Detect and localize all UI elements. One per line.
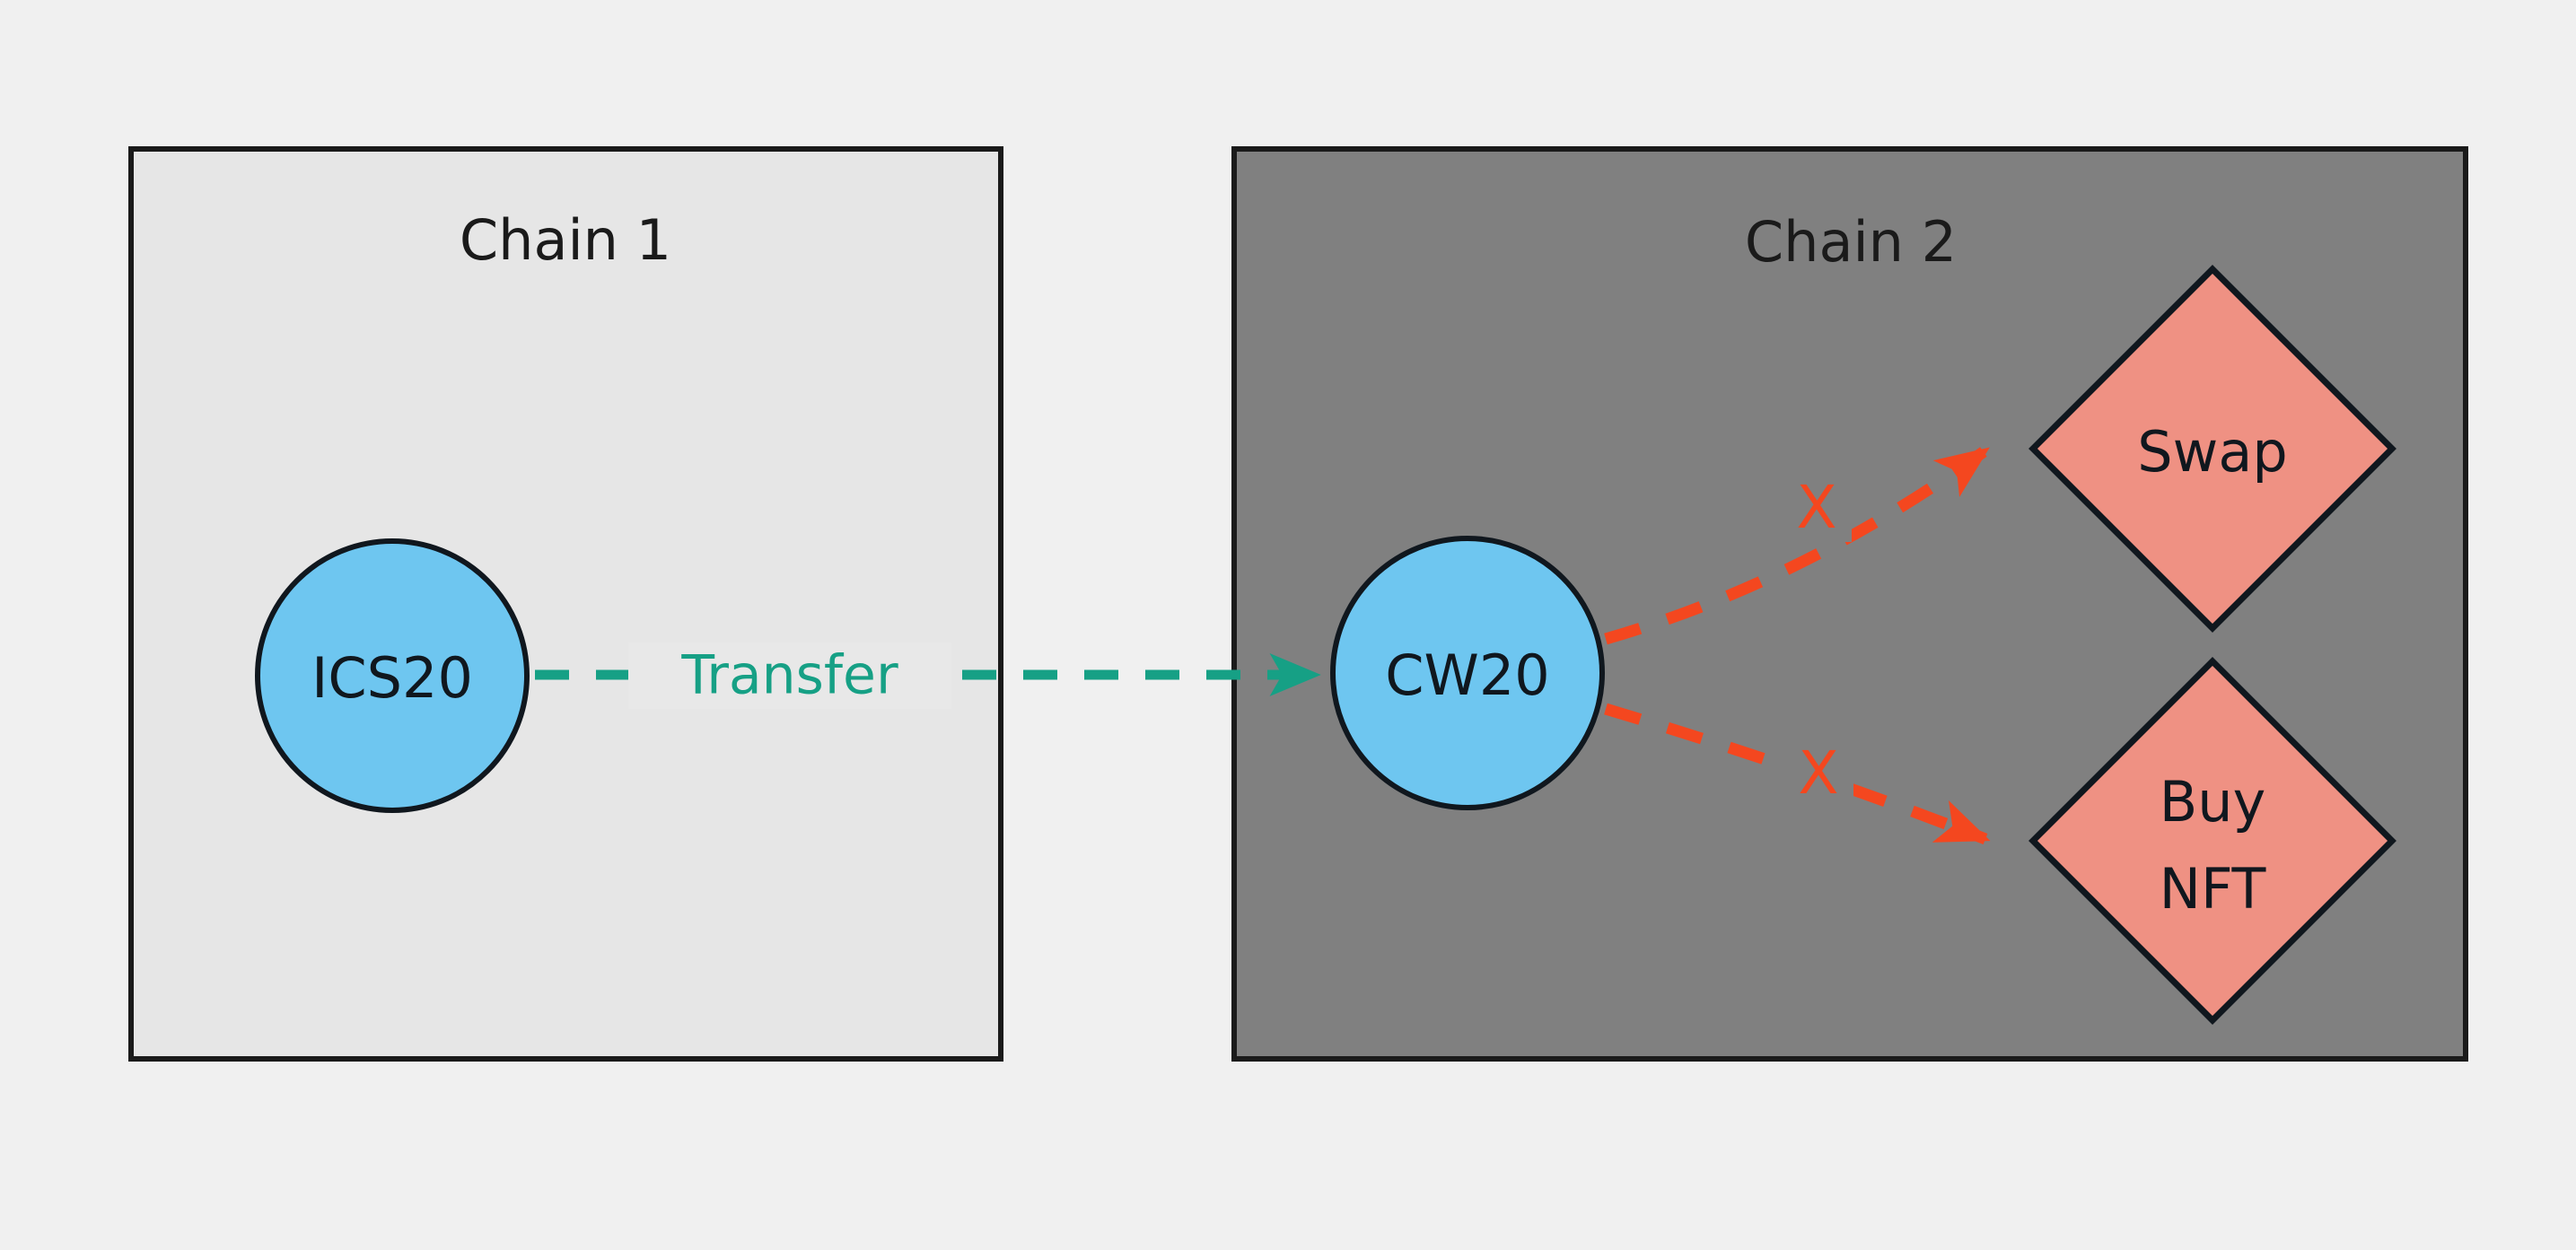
edge-cw20-to-buy-nft[interactable]: X bbox=[1604, 703, 1991, 845]
buy-nft-diamond[interactable] bbox=[2028, 657, 2396, 1025]
chain-1-title: Chain 1 bbox=[460, 207, 671, 273]
edge-transfer[interactable]: Transfer bbox=[535, 642, 1321, 709]
node-buy-nft[interactable]: Buy NFT bbox=[2028, 657, 2396, 1025]
node-ics20[interactable]: ICS20 bbox=[255, 538, 530, 813]
transfer-label-backdrop bbox=[628, 642, 951, 709]
chain-2-title: Chain 2 bbox=[1745, 209, 1957, 275]
node-swap[interactable]: Swap bbox=[2028, 265, 2396, 633]
cw20-buynft-label-backdrop bbox=[1783, 739, 1853, 808]
chain-1-container[interactable]: Chain 1 bbox=[128, 146, 1003, 1062]
swap-label: Swap bbox=[2137, 419, 2287, 485]
transfer-edge-label: Transfer bbox=[680, 644, 898, 707]
cw20-swap-edge-line bbox=[1604, 445, 1990, 645]
cw20-swap-blocked-label: X bbox=[1796, 473, 1836, 542]
ics20-circle[interactable] bbox=[255, 538, 530, 813]
edge-cw20-to-swap[interactable]: X bbox=[1604, 445, 1990, 645]
cw20-circle[interactable] bbox=[1330, 536, 1605, 810]
swap-diamond[interactable] bbox=[2028, 265, 2396, 633]
buy-nft-label-line-2: NFT bbox=[2160, 856, 2267, 922]
cw20-swap-label-backdrop bbox=[1782, 474, 1852, 542]
chain-1-box[interactable] bbox=[128, 146, 1003, 1062]
cw20-label: CW20 bbox=[1385, 642, 1550, 708]
node-cw20[interactable]: CW20 bbox=[1330, 536, 1605, 810]
buy-nft-label-line-1: Buy bbox=[2160, 769, 2266, 835]
ics20-label: ICS20 bbox=[311, 645, 473, 711]
cw20-buynft-blocked-label: X bbox=[1798, 739, 1838, 808]
